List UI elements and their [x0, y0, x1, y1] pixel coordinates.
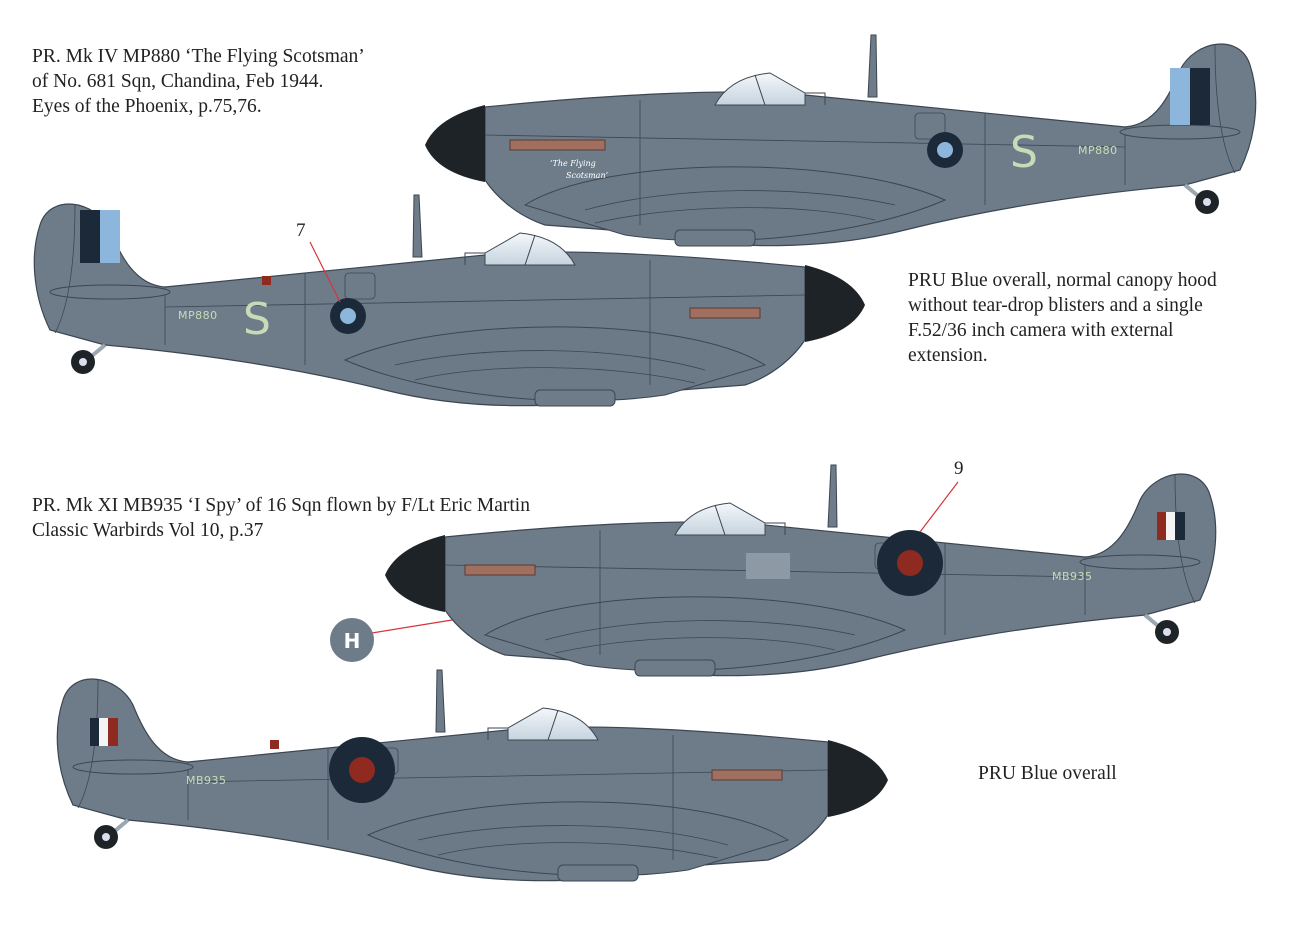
fin-flash-blue: [100, 210, 120, 263]
aircraft-mb935-port: MB935 9 H: [330, 458, 1218, 678]
nose-art: ‘The Flying: [550, 159, 596, 168]
profile2-notes: PRU Blue overall: [978, 763, 1117, 784]
nose-art: Scotsman’: [566, 171, 609, 180]
callout-letter: H: [344, 629, 361, 653]
code-letter: S: [243, 294, 271, 345]
camera-exhaust: [464, 564, 536, 576]
callout-line: [371, 619, 453, 634]
serial: MB935: [186, 774, 227, 787]
serial: MP880: [1078, 144, 1118, 157]
code-letter: S: [1010, 127, 1038, 178]
callout-number: 7: [296, 220, 306, 241]
fin-flash-dark: [80, 210, 100, 263]
serial: MB935: [1052, 570, 1093, 583]
callout-line: [919, 481, 959, 533]
fin-flash-dark: [1190, 68, 1210, 125]
aircraft-mb935-starboard: MB935: [55, 668, 890, 883]
serial: MP880: [178, 309, 218, 322]
camera-exhaust: [689, 307, 761, 319]
fin-flash-blue: [1170, 68, 1190, 125]
profile1-caption: PR. Mk IV MP880 ‘The Flying Scotsman’ of…: [32, 44, 365, 119]
camera-exhaust: [509, 139, 606, 151]
callout-number: 9: [954, 458, 964, 479]
fin-flash: [90, 718, 99, 746]
aircraft-mp880-port: S MP880 ‘The Flying Scotsman’: [423, 33, 1258, 248]
fin-flash: [1157, 512, 1166, 540]
aircraft-mp880-starboard: S MP880 7: [32, 193, 867, 408]
profile2-caption: PR. Mk XI MB935 ‘I Spy’ of 16 Sqn flown …: [32, 493, 530, 543]
callout-line: [309, 241, 341, 303]
profile1-notes: PRU Blue overall, normal canopy hood wit…: [908, 268, 1217, 368]
caption-line: Classic Warbirds Vol 10, p.37: [32, 520, 264, 541]
notes-line: PRU Blue overall, normal canopy hood: [908, 270, 1217, 291]
caption-line: of No. 681 Sqn, Chandina, Feb 1944.: [32, 71, 324, 92]
mission-tally: [746, 553, 790, 579]
caption-line: PR. Mk IV MP880 ‘The Flying Scotsman’: [32, 46, 365, 67]
camera-exhaust: [711, 769, 783, 781]
notes-line: extension.: [908, 345, 988, 366]
caption-line: Eyes of the Phoenix, p.75,76.: [32, 96, 262, 117]
notes-line: F.52/36 inch camera with external: [908, 320, 1174, 341]
notes-line: without tear-drop blisters and a single: [908, 295, 1203, 316]
caption-line: PR. Mk XI MB935 ‘I Spy’ of 16 Sqn flown …: [32, 495, 530, 516]
callout-h-badge: [330, 618, 374, 662]
